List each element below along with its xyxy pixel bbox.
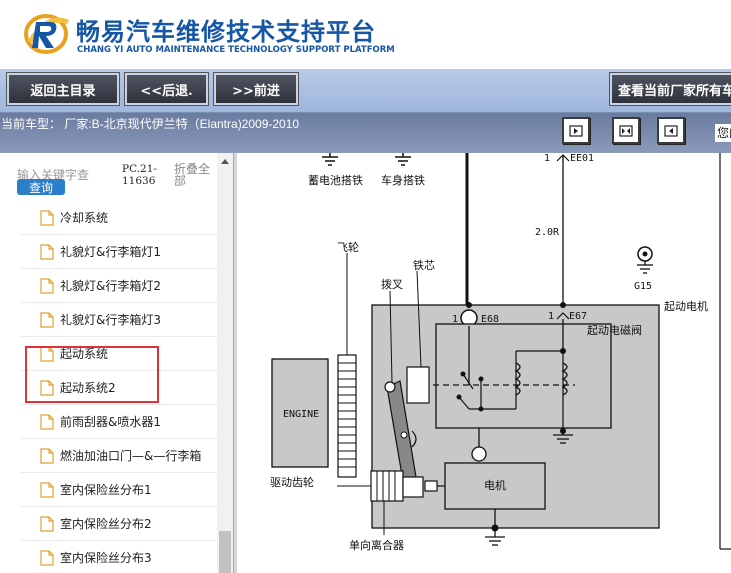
model-bar (0, 113, 731, 153)
view-mode-split-button[interactable] (612, 117, 640, 144)
tree-item[interactable]: 礼貌灯&行李箱灯2 (20, 269, 217, 303)
tree-item-label: 室内保险丝分布2 (60, 517, 152, 531)
e68-pin-label: 1 (452, 314, 458, 325)
battery-ground-icon (322, 153, 338, 166)
tree-item-label: 礼貌灯&行李箱灯2 (60, 279, 161, 293)
home-button[interactable]: 返回主目录 (6, 72, 120, 106)
drive-gear-label: 驱动齿轮 (270, 475, 314, 489)
shift-fork-label: 拨叉 (381, 277, 403, 291)
document-icon (40, 447, 54, 464)
document-icon (40, 549, 54, 566)
tree-item[interactable]: 室内保险丝分布1 (20, 473, 217, 507)
tree-item[interactable]: 前雨刮器&喷水器1 (20, 405, 217, 439)
forward-button[interactable]: >>前进 (213, 72, 299, 106)
document-icon (40, 209, 54, 226)
e67-pin-label: 1 (548, 311, 554, 322)
document-icon (40, 379, 54, 396)
drive-gear-icon (370, 470, 404, 502)
e68-connector-label: E68 (481, 314, 499, 325)
ee01-connector-label: EE01 (570, 153, 594, 164)
back-button[interactable]: <<后退. (124, 72, 209, 106)
tree-item-label: 燃油加油口门—&—行李箱 (60, 449, 202, 463)
tree-item-label: 室内保险丝分布3 (60, 551, 152, 565)
query-button[interactable]: 查询 (17, 179, 65, 195)
panel-left-icon (569, 124, 583, 137)
g15-label: G15 (634, 281, 652, 292)
tree-item-label: 礼貌灯&行李箱灯3 (60, 313, 161, 327)
current-model-label: 当前车型： 厂家:B-北京现代伊兰特（Elantra)2009-2010 (1, 117, 300, 131)
tree-item[interactable]: 室内保险丝分布2 (20, 507, 217, 541)
panel-split-icon (619, 124, 633, 137)
tree-item[interactable]: 礼貌灯&行李箱灯3 (20, 303, 217, 337)
catalog-scrollbar[interactable] (217, 153, 233, 573)
view-mode-right-panel-button[interactable] (657, 117, 685, 144)
ee01-pin-label: 1 (544, 153, 550, 164)
wiring-diagram: 蓄电池搭铁 车身搭铁 1 EE01 2.0R G15 起动电机 1 E68 1 (237, 153, 731, 573)
solenoid-label: 起动电磁阀 (587, 323, 642, 337)
system-tree: 冷却系统礼貌灯&行李箱灯1 礼貌灯&行李箱灯2 礼貌灯&行李箱灯3 起动系统起动系统2… (20, 201, 217, 573)
view-vendor-cars-button[interactable]: 查看当前厂家所有车 (609, 72, 731, 106)
flywheel-label: 飞轮 (337, 240, 359, 254)
battery-ground-label: 蓄电池搭铁 (308, 174, 363, 187)
tree-item[interactable]: 起动系统2 (20, 371, 217, 405)
body-ground-label: 车身搭铁 (381, 173, 425, 187)
tree-item-label: 冷却系统 (60, 211, 109, 225)
wire-20r-label: 2.0R (535, 227, 560, 238)
tree-item-label: 起动系统2 (60, 381, 116, 395)
engine-block (271, 358, 329, 468)
panel-splitter[interactable] (233, 153, 237, 573)
brand-title: 畅易汽车维修技术支持平台 (76, 18, 376, 46)
one-way-clutch-icon (402, 476, 424, 498)
tree-item[interactable]: 室内保险丝分布3 (20, 541, 217, 573)
motor-label: 电机 (484, 478, 506, 492)
brand-subtitle: CHANG YI AUTO MAINTENANCE TECHNOLOGY SUP… (77, 45, 395, 55)
iron-core-icon (406, 366, 430, 404)
solenoid-box (435, 323, 612, 429)
motor-terminal-icon (471, 446, 487, 462)
logo-icon (24, 12, 72, 56)
tree-item[interactable]: 燃油加油口门—&—行李箱 (20, 439, 217, 473)
tree-item-label: 起动系统 (60, 347, 109, 361)
view-mode-left-panel-button[interactable] (562, 117, 590, 144)
tree-item[interactable]: 冷却系统 (20, 201, 217, 235)
engine-label: ENGINE (283, 409, 319, 420)
user-greeting: 您的 (715, 124, 731, 142)
iron-core-label: 铁芯 (413, 258, 435, 272)
e67-connector-label: E67 (569, 311, 587, 322)
tree-item[interactable]: 礼貌灯&行李箱灯1 (20, 235, 217, 269)
app-header: 畅易汽车维修技术支持平台 CHANG YI AUTO MAINTENANCE T… (0, 0, 731, 69)
tree-item[interactable]: 起动系统 (20, 337, 217, 371)
toolbar (0, 69, 731, 113)
document-icon (40, 515, 54, 532)
scroll-thumb[interactable] (219, 531, 231, 573)
body-ground-icon (395, 153, 411, 166)
panel-right-icon (664, 124, 678, 137)
starter-motor-label: 起动电机 (664, 299, 708, 313)
document-icon (40, 311, 54, 328)
tree-item-label: 室内保险丝分布1 (60, 483, 152, 497)
document-icon (40, 243, 54, 260)
document-icon (40, 481, 54, 498)
one-way-clutch-label: 单向离合器 (349, 538, 404, 552)
document-icon (40, 413, 54, 430)
tree-item-label: 礼貌灯&行李箱灯1 (60, 245, 161, 259)
pc-code-label: PC.21-11636 (122, 163, 157, 187)
document-icon (40, 277, 54, 294)
highlight-annotation (25, 346, 159, 403)
scroll-up-icon[interactable] (221, 159, 229, 164)
collapse-all-link[interactable]: 折叠全部 (174, 162, 211, 188)
tree-item-label: 前雨刮器&喷水器1 (60, 415, 161, 429)
